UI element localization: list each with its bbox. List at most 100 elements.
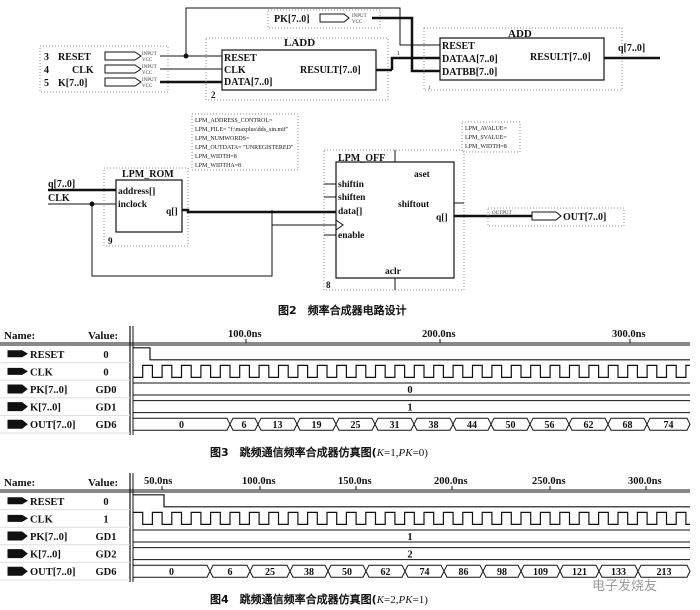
ladd-port-data: DATA[7..0] <box>224 77 273 88</box>
pk-wire <box>372 16 430 73</box>
off-params: LPM_AVALUE= LPM_SVALUE= LPM_WIDTH=8 <box>461 121 521 153</box>
bus-value: 1 <box>407 532 412 543</box>
pk-input-label: PK[7..0] <box>274 14 310 25</box>
out-value: 6 <box>242 420 247 431</box>
out-segment <box>529 417 570 431</box>
out-value: 74 <box>664 420 674 431</box>
lpm-off-title: LPM_OFF <box>338 153 385 164</box>
lpm-rom-title: LPM_ROM <box>122 169 174 180</box>
bus-output-icon <box>7 566 28 576</box>
signal-name: PK[7..0] <box>30 385 67 396</box>
time-label: 250.0ns <box>532 476 566 487</box>
lpm-off-port-shiftin: shiftin <box>338 180 365 190</box>
rom-param: LPM_WIDTHA=8 <box>195 163 241 169</box>
out-value: 25 <box>351 420 361 431</box>
signal-value: GD2 <box>96 550 117 561</box>
time-label: 150.0ns <box>338 476 372 487</box>
signal-name: PK[7..0] <box>30 532 67 543</box>
signal-value: 0 <box>103 497 108 508</box>
signal-name: OUT[7..0] <box>30 567 76 578</box>
input-number-4: 4 <box>44 65 49 76</box>
ladd-port-clk: CLK <box>224 65 246 76</box>
out-value: 50 <box>342 567 352 578</box>
input-pins-outline <box>39 45 169 93</box>
out-value: 68 <box>623 420 633 431</box>
rom-param: LPM_NUMWORDS= <box>195 136 250 142</box>
out-segment <box>289 564 329 578</box>
lpm-off-port-shiften: shiften <box>338 193 366 203</box>
clk-return-wire <box>91 204 273 277</box>
time-label: 200.0ns <box>434 476 468 487</box>
bus-value: 1 <box>407 403 412 414</box>
out-value: 25 <box>265 567 275 578</box>
out-value: 38 <box>304 567 314 578</box>
out-value: 133 <box>611 567 626 578</box>
out-value: 121 <box>572 567 587 578</box>
fig4-caption: 图4 跳频通信频率合成器仿真图(K=2,PK=1) <box>210 592 428 606</box>
pk-input: PK[7..0] INPUT VCC <box>267 9 430 73</box>
lpm-off-port-shiftout: shiftout <box>398 200 430 210</box>
out-value: 0 <box>169 567 174 578</box>
input-number-3: 3 <box>44 52 49 63</box>
watermark-logo: 电子发烧友 <box>592 578 657 593</box>
rom-input-q: q[7..0] <box>48 179 75 190</box>
add-port-dataa: DATAA[7..0] <box>442 54 498 65</box>
lpm-off-number: 8 <box>326 280 331 290</box>
out-value: 38 <box>429 420 439 431</box>
rom-param: LPM_WIDTH=8 <box>195 154 237 160</box>
bus-value: 0 <box>407 385 412 396</box>
out-segment <box>365 564 406 578</box>
ladd-block: LADD RESET CLK DATA[7..0] RESULT[7..0] 2 <box>205 37 389 101</box>
lpm-rom-port-inclock: inclock <box>118 200 148 210</box>
time-label: 100.0ns <box>242 476 276 487</box>
rom-param: LPM_OUTDATA= "UNREGISTERED" <box>195 145 294 151</box>
lpm-rom-number: 9 <box>108 236 113 246</box>
add-title: ADD <box>508 28 532 40</box>
signal-name: K[7..0] <box>30 550 61 561</box>
lpm-off-port-q: q[] <box>436 213 448 223</box>
out-value: 213 <box>657 567 672 578</box>
rom-param: LPM_FILE= "f:\maxplus\dds_sin.mif" <box>195 126 289 133</box>
signal-value: 0 <box>103 350 108 361</box>
pk-buf-label: INPUT <box>352 14 367 19</box>
fig2-caption: 图2 频率合成器电路设计 <box>278 303 407 317</box>
input-pin-clk-shape <box>104 64 142 74</box>
out-segment <box>559 564 600 578</box>
output-pin-shape <box>531 211 562 221</box>
reset-waveform <box>133 494 690 508</box>
input-pin-k-shape <box>104 77 142 87</box>
input-buf-label: INPUT <box>142 78 157 83</box>
out-segment <box>209 564 251 578</box>
rom-param: LPM_ADDRESS_CONTROL= <box>195 118 273 124</box>
out-segment <box>443 564 484 578</box>
time-label: 50.0ns <box>144 476 172 487</box>
output-buf-label: OUTPUT <box>492 211 512 216</box>
add-port-reset: RESET <box>442 41 475 52</box>
lpm-rom-port-address: address[] <box>118 187 155 197</box>
header-value: Value: <box>88 330 118 342</box>
ladd-port-reset: RESET <box>224 53 257 64</box>
signal-name: RESET <box>30 497 64 508</box>
signal-value: GD6 <box>96 420 117 431</box>
rom-params: LPM_ADDRESS_CONTROL= LPM_FILE= "f:\maxpl… <box>191 113 299 171</box>
out-value: 98 <box>497 567 507 578</box>
signal-name: K[7..0] <box>30 403 61 414</box>
lpm-off-block: LPM_OFF aset shiftin shiften data[] enab… <box>272 149 532 291</box>
out-value: 56 <box>545 420 555 431</box>
rom-input-clk: CLK <box>48 193 70 204</box>
lpm-off-port-enable: enable <box>338 231 364 241</box>
out-segment <box>637 564 691 578</box>
out-value: 19 <box>312 420 322 431</box>
off-param: LPM_SVALUE= <box>465 135 507 141</box>
signal-value: GD6 <box>96 567 117 578</box>
add-port-datbb: DATBB[7..0] <box>442 67 497 78</box>
bus-pin-icon <box>7 549 28 559</box>
input-label-clk: CLK <box>72 65 94 76</box>
input-buf-label: INPUT <box>142 52 157 57</box>
add-block: ADD RESET DATAA[7..0] DATBB[7..0] RESULT… <box>423 27 660 91</box>
clk-waveform <box>133 364 690 378</box>
out-segment <box>452 417 492 431</box>
fig3-caption: 图3 跳频通信频率合成器仿真图(K=1,PK=0) <box>210 445 428 459</box>
off-param: LPM_WIDTH=8 <box>465 144 507 150</box>
